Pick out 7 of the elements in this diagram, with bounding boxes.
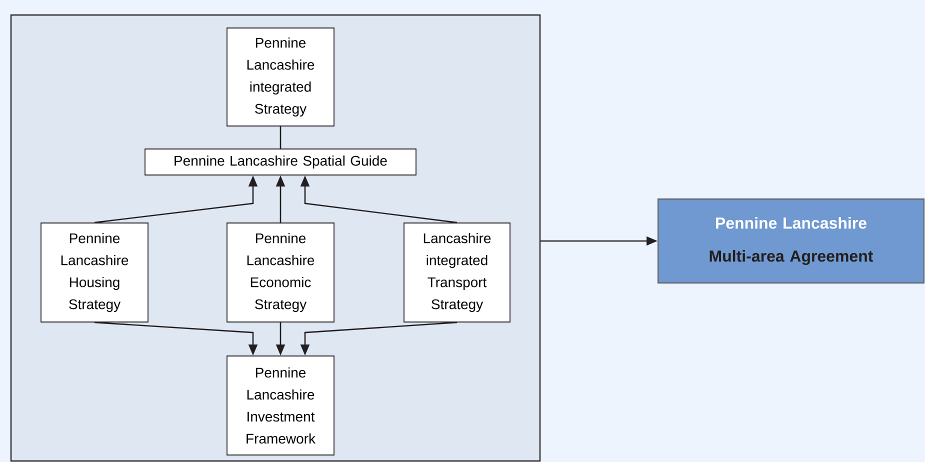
- strategy-box: Pennine Lancashire integrated Strategy: [226, 28, 334, 126]
- guide-box: Pennine Lancashire Spatial Guide: [144, 148, 416, 176]
- agreement-box: Pennine Lancashire Multi-area Agreement: [658, 198, 924, 284]
- strategy-box: Lancashire integrated Transport Strategy: [404, 222, 510, 322]
- framework-box: Pennine Lancashire Investment Framework: [226, 356, 334, 456]
- strategy-box: Pennine Lancashire Economic Strategy: [226, 222, 334, 322]
- strategy-box: Pennine Lancashire Housing Strategy: [40, 222, 148, 322]
